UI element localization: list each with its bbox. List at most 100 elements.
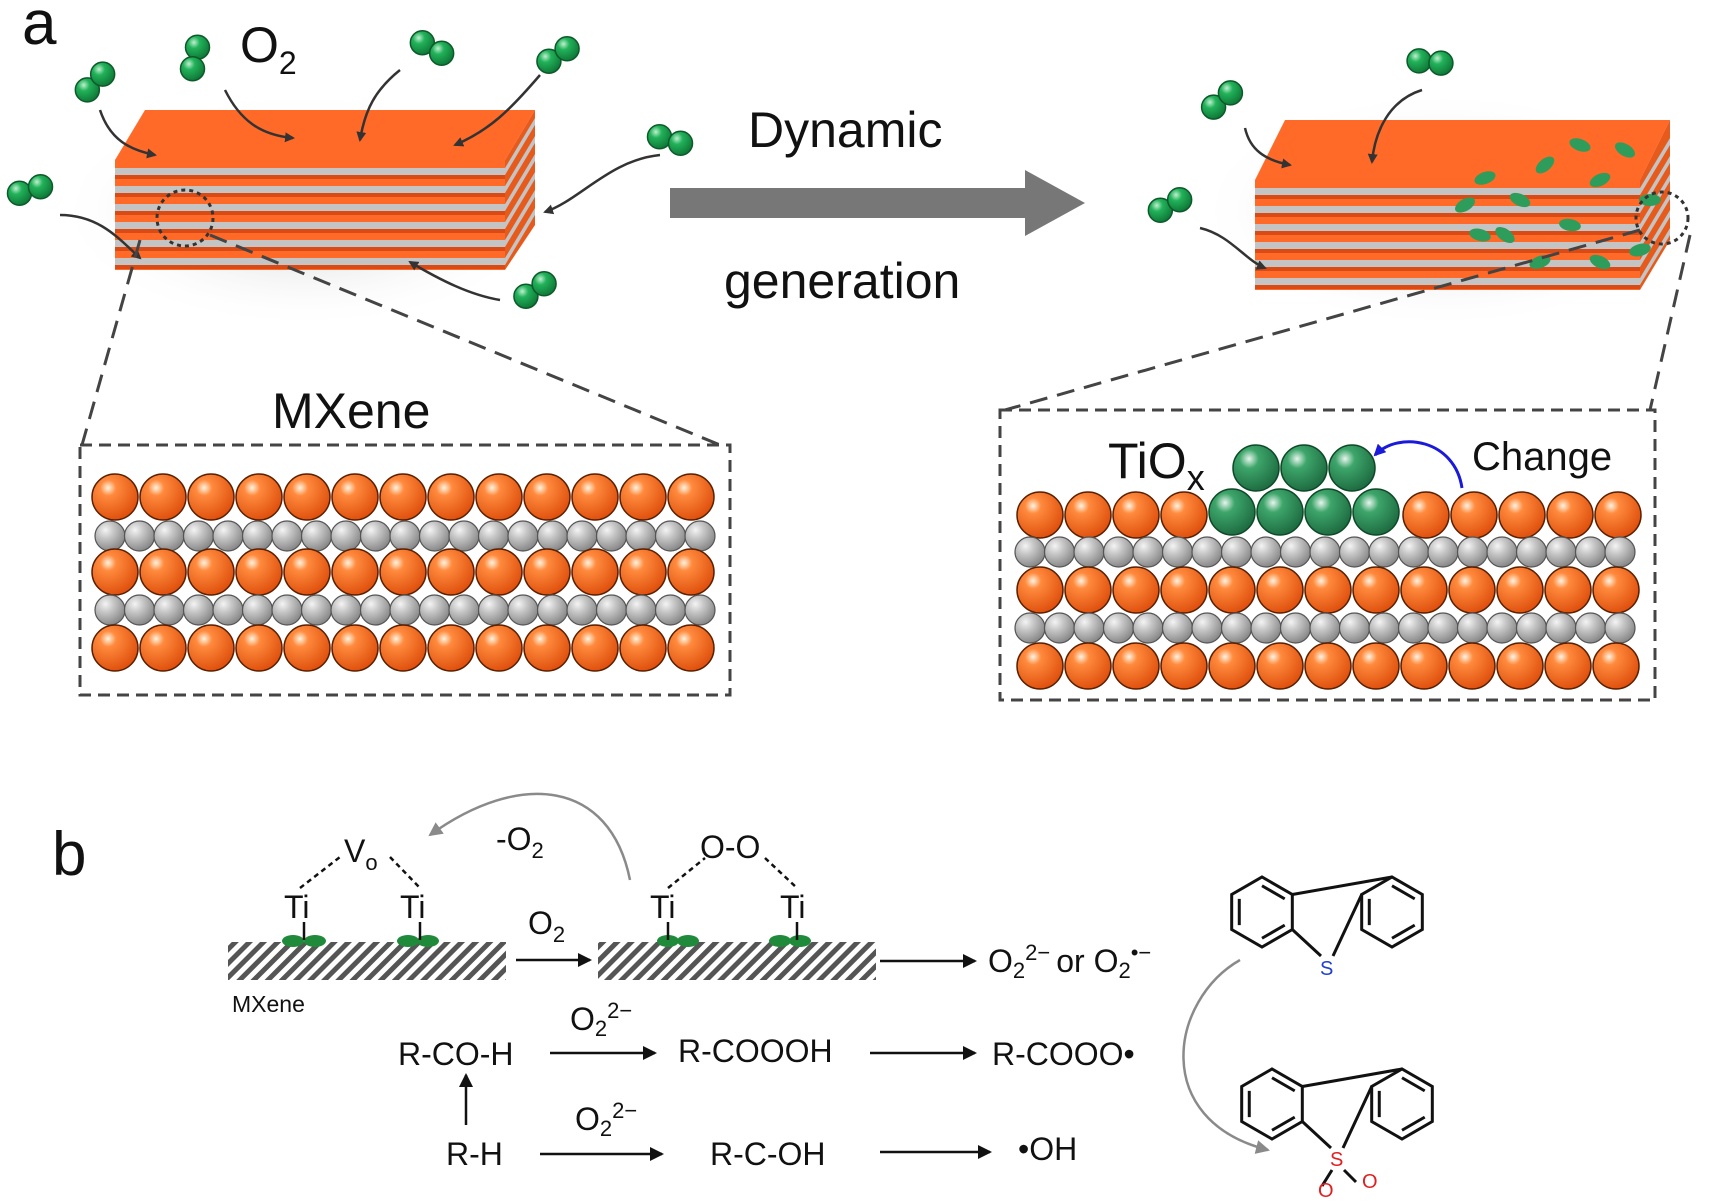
metal-atom (1456, 612, 1489, 644)
metal-atom (300, 594, 333, 626)
slab-side-metal (505, 118, 535, 175)
metal-atom (536, 594, 569, 626)
tiox-particle (1615, 142, 1635, 158)
metal-atom (625, 594, 657, 626)
slab-edge-layer (1255, 285, 1640, 289)
metal-atom (477, 594, 510, 626)
tiox-particle (1559, 218, 1581, 232)
carbon-atom (187, 548, 235, 596)
tiox-particle (1589, 172, 1611, 188)
carbon-atom (1448, 566, 1496, 614)
metal-atom (271, 594, 303, 626)
arrow-label-dynamic: Dynamic (748, 102, 942, 158)
metal-atom (1368, 612, 1400, 644)
carbon-atom (91, 624, 139, 672)
slab-side-metal (505, 190, 535, 247)
oxygen-atom (89, 61, 116, 87)
carbon-atom (1064, 566, 1112, 614)
ring-bond (1302, 1067, 1403, 1088)
peracid-label: R-COOOH (678, 1033, 833, 1069)
oxygen-atom (74, 77, 101, 103)
carbon-atom (235, 473, 283, 521)
metal-atom (1338, 612, 1371, 644)
slab-side-metal (1640, 192, 1670, 249)
metal-atom (418, 594, 451, 626)
metal-atom (330, 520, 362, 552)
metal-atom (212, 594, 244, 626)
oxygen-atom (1147, 197, 1174, 224)
carbon-atom (91, 473, 139, 521)
oxygen-atom (1166, 186, 1193, 213)
metal-atom (1161, 612, 1194, 644)
oxygen-atom (1200, 94, 1227, 120)
ti-label-2: Ti (400, 889, 425, 925)
metal-atom (1397, 536, 1430, 568)
metal-atom (1191, 612, 1223, 644)
tiox-particle (1455, 197, 1475, 213)
double-bond (1401, 1115, 1426, 1132)
carbon-atom (523, 548, 571, 596)
slab-side-metal (505, 136, 535, 193)
carbon-atom (667, 548, 715, 596)
benzene-ring (1230, 875, 1294, 949)
metal-atom (1309, 612, 1341, 644)
carbon-atom (379, 548, 427, 596)
benzene-ring (1360, 875, 1424, 949)
tiox-particle (1469, 228, 1491, 242)
carbon-atom (667, 624, 715, 672)
oxygen-atom (554, 36, 580, 62)
metal-atom (389, 520, 421, 552)
carbon-atom (331, 548, 379, 596)
metal-atom (1102, 536, 1135, 568)
carbon-atom (139, 624, 187, 672)
metal-atom (1043, 612, 1076, 644)
slab-metal-layer (115, 204, 505, 211)
peroxy-radical-label: R-COOO• (992, 1036, 1135, 1072)
slab-edge-layer (115, 175, 505, 179)
carbon-atom (187, 473, 235, 521)
slab-metal-layer (115, 240, 505, 247)
metal-atom (94, 520, 126, 552)
slab-edge-layer (1255, 231, 1640, 235)
slab-edge-layer (1255, 267, 1640, 271)
metal-atom (359, 594, 392, 626)
slab-side-metal (505, 154, 535, 211)
carbon-atom (571, 548, 619, 596)
double-bond (1261, 923, 1286, 940)
metal-atom (1545, 612, 1577, 644)
metal-atom (1279, 536, 1312, 568)
metal-atom (418, 520, 451, 552)
oxygen-atom (428, 40, 455, 67)
carbon-atom (331, 624, 379, 672)
carbon-atom (1352, 566, 1400, 614)
carbon-atom (1592, 566, 1640, 614)
oxygen-atom (513, 283, 539, 309)
mxene-atomic-box (78, 443, 732, 697)
carbon-atom (427, 473, 475, 521)
dynamic-generation-arrow (670, 170, 1085, 236)
slab-metal-layer (1255, 260, 1640, 267)
carbon-atom (1544, 642, 1592, 690)
mxene-slab-left (55, 90, 555, 330)
metal-atom (330, 594, 362, 626)
carbon-atom (619, 624, 667, 672)
so-bond (1342, 1168, 1358, 1184)
carbon-atom (283, 548, 331, 596)
carbon-atom (1160, 491, 1208, 539)
carbon-atom (1112, 642, 1160, 690)
hydroxyl-radical-label: •OH (1018, 1131, 1077, 1167)
metal-atom (182, 520, 215, 552)
metal-atom (1220, 612, 1253, 644)
metal-atom (1338, 536, 1371, 568)
peroxide-label-2: O22− (575, 1098, 637, 1141)
mxene-box-title: MXene (272, 383, 430, 439)
carbon-atom (1064, 491, 1112, 539)
slab-side-metal (505, 172, 535, 229)
metal-atom (1574, 612, 1607, 644)
carbon-atom (1064, 642, 1112, 690)
double-bond (1271, 1115, 1296, 1132)
oxygen-diffusion-arrow (408, 260, 501, 302)
carbon-atom (1594, 491, 1642, 539)
metal-atom (1191, 536, 1223, 568)
slab-side-metal (1640, 228, 1670, 285)
